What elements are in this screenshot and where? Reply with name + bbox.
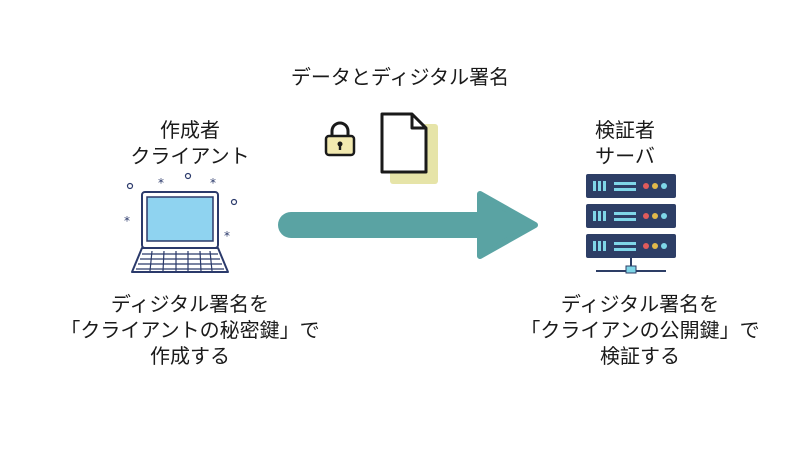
client-desc-line-1: ディジタル署名を (110, 292, 270, 316)
arrow-right-icon (278, 191, 538, 259)
server-desc-line-1: ディジタル署名を (560, 292, 720, 316)
client-role-line-1: 作成者 (160, 118, 220, 142)
server-role-line-2: サーバ (595, 144, 655, 168)
client-role-line-2: クライアント (130, 144, 250, 168)
svg-text:*: * (210, 176, 216, 190)
client-desc-line-3: 作成する (150, 344, 230, 368)
svg-text:*: * (158, 176, 164, 190)
laptop-icon: * * * * (124, 172, 238, 273)
server-role-label: 検証者 サーバ (525, 117, 725, 169)
diagram-title: データとディジタル署名 (290, 65, 510, 89)
server-desc-line-3: 検証する (600, 344, 680, 368)
server-role-line-1: 検証者 (595, 118, 655, 142)
client-description: ディジタル署名を 「クライアントの秘密鍵」で 作成する (40, 291, 340, 369)
client-desc-line-2: 「クライアントの秘密鍵」で (60, 318, 320, 342)
svg-text:*: * (224, 229, 230, 243)
server-desc-line-2: 「クライアンの公開鍵」で (520, 318, 760, 342)
svg-text:*: * (124, 214, 130, 228)
client-role-label: 作成者 クライアント (90, 117, 290, 169)
server-icon (586, 174, 676, 274)
document-icon (380, 112, 438, 184)
lock-icon (324, 121, 356, 157)
server-description: ディジタル署名を 「クライアンの公開鍵」で 検証する (475, 291, 800, 369)
